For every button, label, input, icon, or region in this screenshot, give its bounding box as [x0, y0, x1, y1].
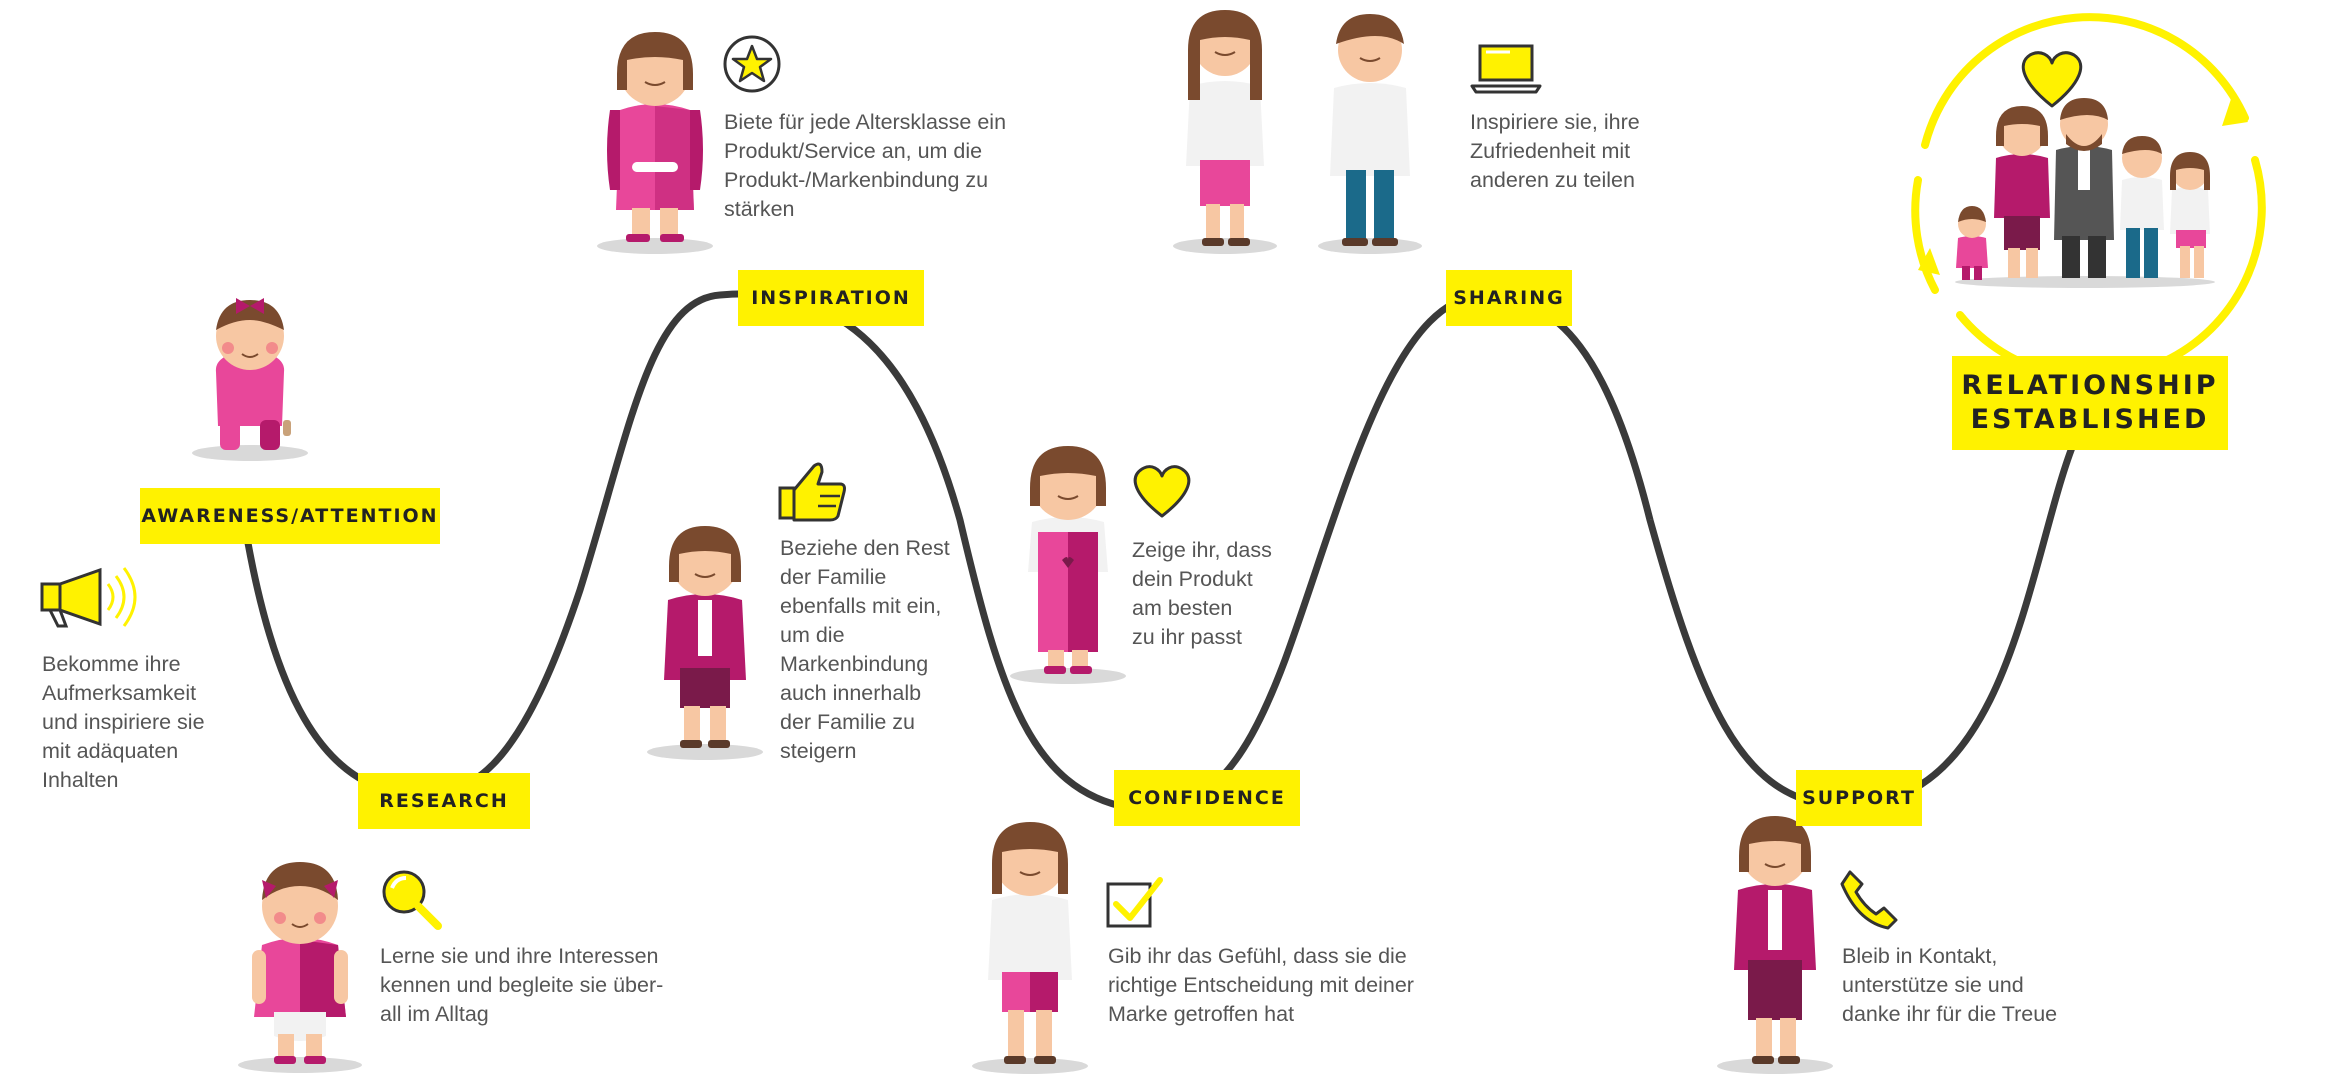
description-line: danke ihr für die Treue: [1842, 1002, 2058, 1026]
description-awareness: Bekomme ihre Aufmerksamkeit und inspirie…: [42, 650, 205, 795]
phone-icon: [1840, 870, 1898, 930]
description-line: Produkt/Service an, um die: [724, 139, 983, 163]
description-line: zu ihr passt: [1132, 625, 1242, 649]
stage-label-awareness: AWARENESS/ATTENTION: [140, 488, 440, 544]
description-line: Bleib in Kontakt,: [1842, 944, 1998, 968]
description-line: Markenbindung: [780, 652, 929, 676]
teen-girl-figure: [1173, 10, 1277, 254]
stage-label-confidence: CONFIDENCE: [1114, 770, 1300, 826]
girl-inspiration-figure: [597, 32, 713, 254]
description-line: kennen und begleite sie über-: [380, 973, 664, 997]
baby-figure: [192, 298, 308, 461]
description-sharing: Inspiriere sie, ihre Zufriedenheit mit a…: [1470, 108, 1640, 195]
girl-overalls-figure: [1010, 446, 1126, 684]
woman-support-figure: [1717, 816, 1833, 1074]
description-line: stärken: [724, 197, 795, 221]
megaphone-icon: [40, 567, 137, 628]
teen-boy-figure: [1318, 14, 1422, 254]
description-line: unterstütze sie und: [1842, 973, 2024, 997]
family-group-figure: [1955, 98, 2215, 288]
toddler-figure: [238, 862, 362, 1073]
stage-label-support: SUPPORT: [1796, 770, 1922, 826]
heart-icon: [1133, 465, 1191, 518]
checkbox-icon: [1106, 877, 1163, 928]
description-line: auch innerhalb: [780, 681, 922, 705]
description-heart: Zeige ihr, dass dein Produkt am besten z…: [1132, 536, 1272, 652]
description-line: um die: [780, 623, 845, 647]
description-line: Inspiriere sie, ihre: [1470, 110, 1640, 134]
description-family: Beziehe den Rest der Familie ebenfalls m…: [780, 534, 950, 766]
description-line: Gib ihr das Gefühl, dass sie die: [1108, 944, 1407, 968]
description-inspiration: Biete für jede Altersklasse ein Produkt/…: [724, 108, 1006, 224]
description-line: steigern: [780, 739, 857, 763]
relationship-established-label: RELATIONSHIP ESTABLISHED: [1952, 356, 2228, 450]
description-line: mit adäquaten: [42, 739, 179, 763]
description-line: richtige Entscheidung mit deiner: [1108, 973, 1414, 997]
magnifier-icon: [382, 870, 442, 930]
description-line: Bekomme ihre: [42, 652, 181, 676]
description-line: Beziehe den Rest: [780, 536, 950, 560]
description-line: Lerne sie und ihre Interessen: [380, 944, 659, 968]
description-line: Zeige ihr, dass: [1132, 538, 1272, 562]
stage-label-research: RESEARCH: [358, 773, 530, 829]
stage-label-inspiration: INSPIRATION: [738, 270, 924, 326]
description-line: Inhalten: [42, 768, 119, 792]
girl-confidence-figure: [972, 822, 1088, 1074]
description-line: der Familie zu: [780, 710, 916, 734]
description-confidence: Gib ihr das Gefühl, dass sie die richtig…: [1108, 942, 1414, 1029]
description-line: Biete für jede Altersklasse ein: [724, 110, 1007, 134]
description-line: am besten: [1132, 596, 1233, 620]
description-line: Marke getroffen hat: [1108, 1002, 1295, 1026]
description-line: ebenfalls mit ein,: [780, 594, 942, 618]
description-line: Produkt-/Markenbindung zu: [724, 168, 989, 192]
relationship-label-line1: RELATIONSHIP: [1961, 370, 2219, 401]
relationship-label-line2: ESTABLISHED: [1970, 404, 2210, 435]
description-line: anderen zu teilen: [1470, 168, 1635, 192]
description-support: Bleib in Kontakt, unterstütze sie und da…: [1842, 942, 2057, 1029]
description-line: Aufmerksamkeit: [42, 681, 197, 705]
stage-label-sharing: SHARING: [1446, 270, 1572, 326]
description-line: dein Produkt: [1132, 567, 1253, 591]
description-line: all im Alltag: [380, 1002, 489, 1026]
star-icon: [723, 35, 781, 93]
girl-family-figure: [647, 526, 763, 760]
description-line: der Familie: [780, 565, 887, 589]
thumbs-up-icon: [778, 462, 846, 522]
description-line: Zufriedenheit mit: [1470, 139, 1631, 163]
description-line: und inspiriere sie: [42, 710, 205, 734]
family-heart-icon: [2021, 51, 2083, 108]
laptop-icon: [1470, 44, 1542, 94]
description-research: Lerne sie und ihre Interessen kennen und…: [380, 942, 663, 1029]
